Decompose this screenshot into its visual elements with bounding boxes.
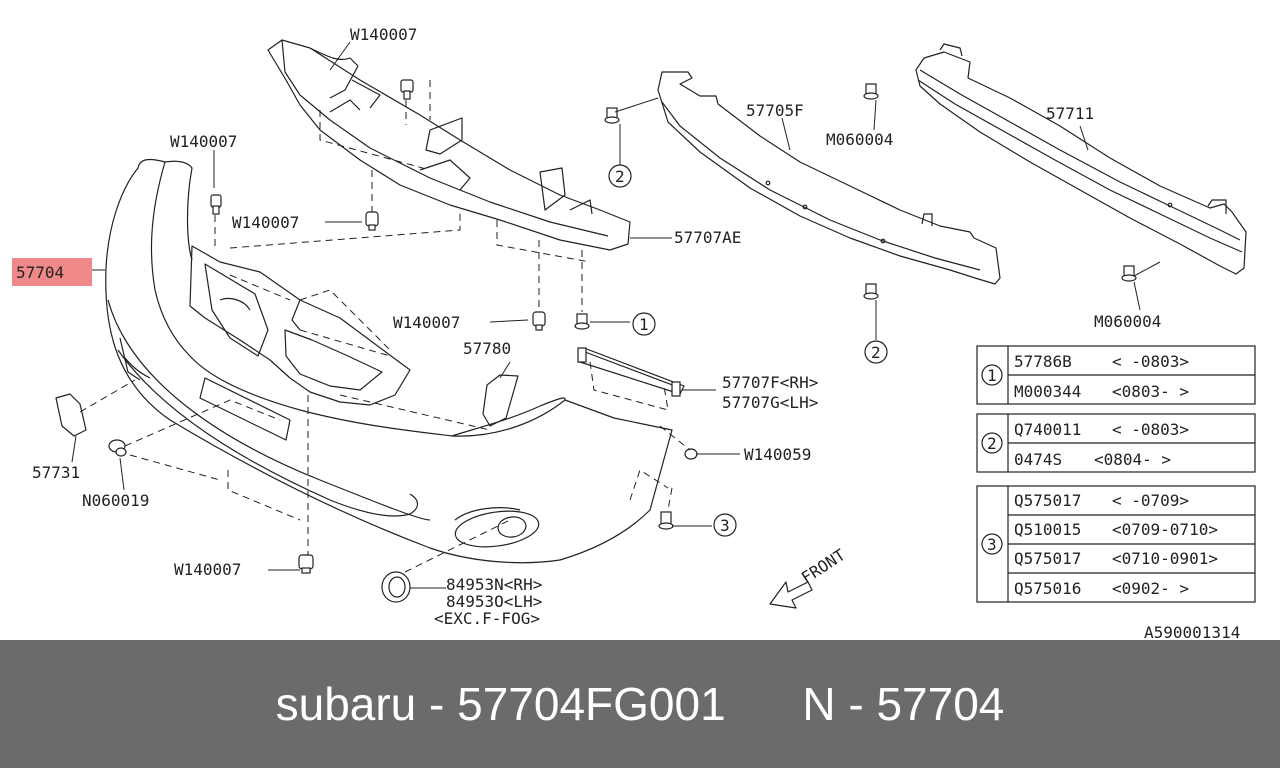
label-m060004-upper: M060004 bbox=[826, 130, 893, 149]
table3-row4-part: Q575016 bbox=[1014, 579, 1081, 598]
bolt-icon bbox=[863, 83, 879, 100]
label-57704: 57704 bbox=[16, 263, 64, 282]
bumper-upper-support bbox=[267, 39, 631, 251]
table3-row3-part: Q575017 bbox=[1014, 549, 1081, 568]
part-57780 bbox=[482, 374, 519, 427]
label-57711: 57711 bbox=[1046, 104, 1094, 123]
svg-text:3: 3 bbox=[720, 516, 730, 535]
svg-text:2: 2 bbox=[871, 343, 881, 362]
front-label: FRONT bbox=[798, 545, 849, 587]
fasteners bbox=[108, 79, 1137, 574]
highlight-box bbox=[12, 258, 92, 286]
parts-diagram: FRONT 2 1 2 3 57704 W140007 W140007 W140… bbox=[12, 25, 1256, 640]
callout-circle-2-lower: 2 bbox=[864, 340, 888, 364]
table2-row2-range: <0804- > bbox=[1094, 450, 1171, 469]
part-84953 bbox=[381, 571, 411, 603]
front-arrow-icon bbox=[769, 581, 813, 609]
callout-circle-1: 1 bbox=[632, 312, 656, 336]
label-w140007-top: W140007 bbox=[350, 25, 417, 44]
reference-table-2: 2 Q740011 < -0803> 0474S <0804- > bbox=[976, 413, 1256, 473]
part-57711 bbox=[915, 43, 1247, 275]
clip-icon bbox=[365, 211, 379, 231]
part-57705f bbox=[657, 71, 1001, 285]
label-w140059: W140059 bbox=[744, 445, 811, 464]
bolt-icon bbox=[1121, 265, 1137, 282]
table2-row2-part: 0474S bbox=[1014, 450, 1062, 469]
grommet-icon bbox=[108, 439, 127, 457]
table3-row2-range: <0709-0710> bbox=[1112, 520, 1218, 539]
label-w140007-mid: W140007 bbox=[232, 213, 299, 232]
label-57707g: 57707G<LH> bbox=[722, 393, 818, 412]
label-w140007-left: W140007 bbox=[170, 132, 237, 151]
leader-lines bbox=[71, 41, 1161, 589]
label-57707f: 57707F<RH> bbox=[722, 373, 818, 392]
bolt-icon bbox=[604, 107, 620, 124]
part-57731 bbox=[55, 393, 87, 437]
label-57780: 57780 bbox=[463, 339, 511, 358]
table3-row1-range: < -0709> bbox=[1112, 491, 1189, 510]
clip-icon bbox=[532, 311, 546, 331]
table2-row1-part: Q740011 bbox=[1014, 420, 1081, 439]
nut-icon bbox=[684, 448, 698, 460]
label-w140007-bottom: W140007 bbox=[174, 560, 241, 579]
callout-circle-2-upper: 2 bbox=[608, 164, 632, 188]
table1-row2-range: <0803- > bbox=[1112, 382, 1189, 401]
svg-text:1: 1 bbox=[987, 366, 997, 385]
callout-circle-3: 3 bbox=[713, 513, 737, 537]
clip-icon bbox=[400, 79, 414, 100]
bolt-icon bbox=[863, 283, 879, 300]
reference-table-1: 1 57786B < -0803> M000344 <0803- > bbox=[976, 345, 1256, 405]
svg-text:1: 1 bbox=[639, 315, 649, 334]
label-57731: 57731 bbox=[32, 463, 80, 482]
diagram-code: A590001314 bbox=[1144, 623, 1240, 640]
bumper-face bbox=[105, 158, 673, 564]
table2-row1-range: < -0803> bbox=[1112, 420, 1189, 439]
label-84953o: 84953O<LH> bbox=[446, 592, 542, 611]
svg-text:2: 2 bbox=[987, 434, 997, 453]
label-exc-fog: <EXC.F-FOG> bbox=[434, 609, 540, 628]
screw-icon bbox=[658, 511, 674, 530]
label-57705f: 57705F bbox=[746, 101, 804, 120]
table3-row1-part: Q575017 bbox=[1014, 491, 1081, 510]
svg-text:2: 2 bbox=[615, 167, 625, 186]
assembly-lines bbox=[79, 80, 691, 573]
clip-icon bbox=[210, 194, 222, 215]
table3-row2-part: Q510015 bbox=[1014, 520, 1081, 539]
label-57707ae: 57707AE bbox=[674, 228, 741, 247]
svg-text:3: 3 bbox=[987, 535, 997, 554]
table1-row1-part: 57786B bbox=[1014, 352, 1072, 371]
bolt-icon bbox=[574, 313, 590, 330]
footer-part-number: subaru - 57704FG001 N - 57704 bbox=[275, 678, 1005, 730]
label-n060019: N060019 bbox=[82, 491, 149, 510]
label-w140007-center: W140007 bbox=[393, 313, 460, 332]
footer-banner: subaru - 57704FG001 N - 57704 bbox=[0, 640, 1280, 768]
upper-grille bbox=[189, 245, 411, 406]
table3-row4-range: <0902- > bbox=[1112, 579, 1189, 598]
reference-table-3: 3 Q575017 < -0709> Q510015 <0709-0710> Q… bbox=[976, 485, 1256, 603]
clip-icon bbox=[298, 554, 314, 574]
table1-row2-part: M000344 bbox=[1014, 382, 1081, 401]
label-84953n: 84953N<RH> bbox=[446, 575, 542, 594]
table1-row1-range: < -0803> bbox=[1112, 352, 1189, 371]
label-m060004-lower: M060004 bbox=[1094, 312, 1161, 331]
table3-row3-range: <0710-0901> bbox=[1112, 549, 1218, 568]
